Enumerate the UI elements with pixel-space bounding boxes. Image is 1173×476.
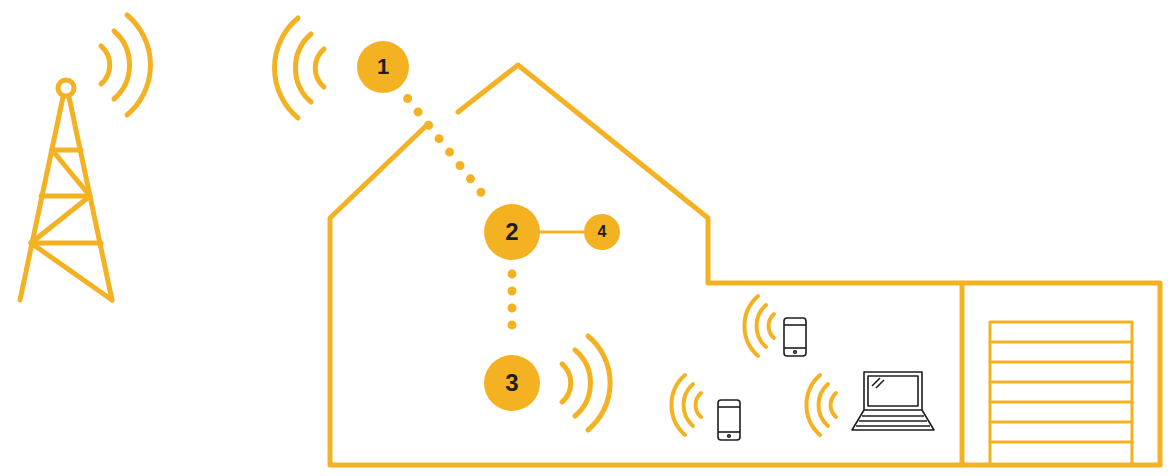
- callout-number: 1: [377, 56, 389, 78]
- phone-icon: [718, 400, 740, 440]
- callout-number: 2: [505, 220, 518, 244]
- house-outline: [330, 65, 1160, 465]
- dotted-connector: [408, 99, 486, 199]
- callout-circle: 3: [484, 355, 540, 411]
- signal-waves: [275, 18, 324, 118]
- callout-circle: 2: [484, 204, 540, 260]
- laptop-icon: [852, 372, 934, 430]
- callout-number: 3: [505, 371, 518, 395]
- signal-waves: [562, 336, 610, 430]
- radio-tower: [20, 80, 112, 300]
- device-waves: [671, 296, 836, 435]
- dotted-connector: [508, 274, 517, 341]
- phone-icon: [784, 318, 806, 356]
- callout-number: 4: [598, 224, 607, 240]
- callout-circle: 4: [584, 214, 620, 250]
- garage-door: [990, 322, 1132, 465]
- signal-waves: [101, 15, 150, 115]
- callout-circle: 1: [357, 41, 409, 93]
- connector-line: [540, 231, 584, 234]
